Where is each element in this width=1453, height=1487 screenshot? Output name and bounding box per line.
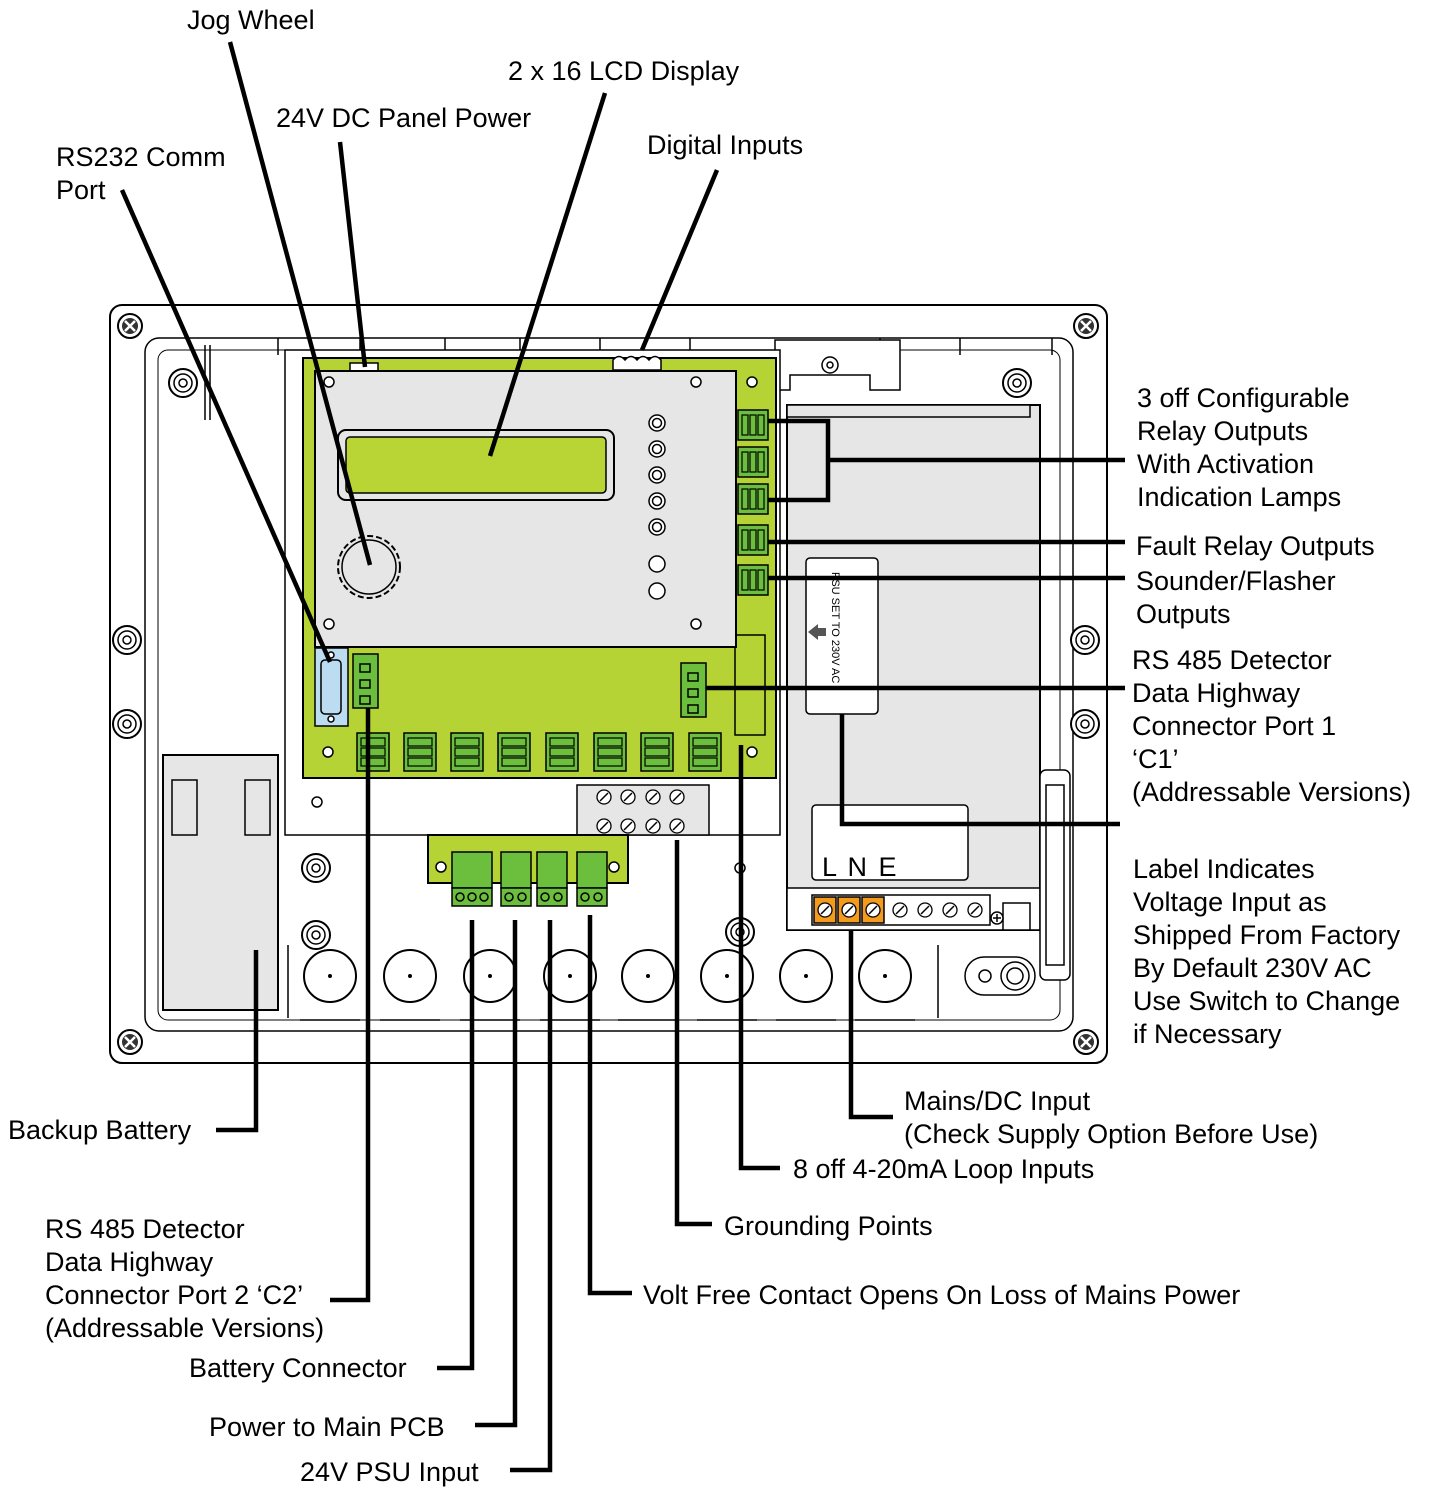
mounting-boss-icon (168, 368, 198, 398)
lne-label: L N E (822, 852, 899, 882)
cable-gland-icon (383, 949, 437, 1003)
label-battery-connector: Battery Connector (189, 1353, 407, 1383)
label-relay-line3: With Activation (1137, 449, 1314, 479)
label-voltage-line1: Label Indicates (1133, 854, 1315, 884)
cable-glands (287, 945, 939, 1021)
corner-screw-icon (1072, 1028, 1100, 1056)
label-volt-free: Volt Free Contact Opens On Loss of Mains… (643, 1280, 1240, 1310)
label-rs232-line1: RS232 Comm (56, 142, 226, 172)
relay-output-terminal (737, 446, 769, 478)
mounting-boss-icon (1002, 368, 1032, 398)
label-c1-line3: Connector Port 1 (1132, 711, 1336, 741)
psu-voltage-label-text: PSU SET TO 230V AC (829, 572, 841, 683)
label-relay-line2: Relay Outputs (1137, 416, 1308, 446)
label-relay-line4: Indication Lamps (1137, 482, 1341, 512)
label-rs232-line2: Port (56, 175, 106, 205)
loop-input-terminal (403, 732, 437, 772)
mounting-boss-icon (301, 853, 331, 883)
loop-input-terminal (545, 732, 579, 772)
label-sounder-line2: Outputs (1136, 599, 1231, 629)
mounting-boss-icon (1070, 625, 1100, 655)
cable-gland-icon (700, 949, 754, 1003)
cable-gland-icon (779, 949, 833, 1003)
label-grounding: Grounding Points (724, 1211, 933, 1241)
label-sounder-line1: Sounder/Flasher (1136, 566, 1336, 596)
label-loop-inputs: 8 off 4-20mA Loop Inputs (793, 1154, 1094, 1184)
relay-output-terminal (737, 409, 769, 441)
loop-input-terminal (497, 732, 531, 772)
label-voltage-line2: Voltage Input as (1133, 887, 1327, 917)
labels: Jog Wheel 2 x 16 LCD Display 24V DC Pane… (8, 5, 1411, 1487)
top-bracket (774, 339, 901, 391)
power-terminal-board (427, 834, 629, 907)
corner-screw-icon (116, 1028, 144, 1056)
corner-screw-icon (1072, 312, 1100, 340)
label-panel-power: 24V DC Panel Power (276, 103, 531, 133)
cable-gland-icon (621, 949, 675, 1003)
mounting-boss-icon (112, 709, 142, 739)
label-voltage-line4: By Default 230V AC (1133, 953, 1372, 983)
label-fault-relay: Fault Relay Outputs (1136, 531, 1375, 561)
label-digital-inputs: Digital Inputs (647, 130, 803, 160)
sounder-output-terminal (737, 564, 769, 596)
label-backup-battery: Backup Battery (8, 1115, 192, 1145)
label-c2-line2: Data Highway (45, 1247, 214, 1277)
label-c2-line4: (Addressable Versions) (45, 1313, 324, 1343)
leader-lines (119, 41, 1125, 1473)
backup-battery (162, 754, 279, 1011)
label-voltage-line3: Shipped From Factory (1133, 920, 1401, 950)
label-voltage-line6: if Necessary (1133, 1019, 1282, 1049)
fault-relay-terminal (737, 524, 769, 556)
label-c1-line4: ‘C1’ (1132, 744, 1179, 774)
loop-input-terminal (450, 732, 484, 772)
digital-inputs-connector (612, 355, 662, 371)
label-c2-line1: RS 485 Detector (45, 1214, 245, 1244)
relay-output-terminal (737, 483, 769, 515)
label-mains-line1: Mains/DC Input (904, 1086, 1091, 1116)
label-lcd-display: 2 x 16 LCD Display (508, 56, 740, 86)
label-c1-line5: (Addressable Versions) (1132, 777, 1411, 807)
mounting-boss-icon (301, 920, 331, 950)
label-psu-input: 24V PSU Input (300, 1457, 479, 1487)
display-board (314, 370, 737, 648)
label-c2-line3: Connector Port 2 ‘C2’ (45, 1280, 303, 1310)
label-relay-line1: 3 off Configurable (1137, 383, 1350, 413)
loop-input-terminal (356, 732, 390, 772)
cable-gland-icon (303, 949, 357, 1003)
lcd-display (345, 436, 607, 494)
label-c1-line2: Data Highway (1132, 678, 1301, 708)
arrow-left-icon (808, 624, 826, 640)
label-power-main-pcb: Power to Main PCB (209, 1412, 445, 1442)
loop-input-terminal (640, 732, 674, 772)
button-icon (648, 555, 666, 573)
loop-input-terminal (688, 732, 722, 772)
mounting-boss-icon (112, 625, 142, 655)
label-voltage-line5: Use Switch to Change (1133, 986, 1400, 1016)
label-jog-wheel: Jog Wheel (187, 5, 315, 35)
button-icon (648, 582, 666, 600)
cable-gland-icon (858, 949, 912, 1003)
grounding-bar (576, 784, 710, 836)
mounting-boss-icon (1070, 709, 1100, 739)
loop-input-terminal (593, 732, 627, 772)
label-mains-line2: (Check Supply Option Before Use) (904, 1119, 1318, 1149)
corner-screw-icon (116, 312, 144, 340)
label-c1-line1: RS 485 Detector (1132, 645, 1332, 675)
